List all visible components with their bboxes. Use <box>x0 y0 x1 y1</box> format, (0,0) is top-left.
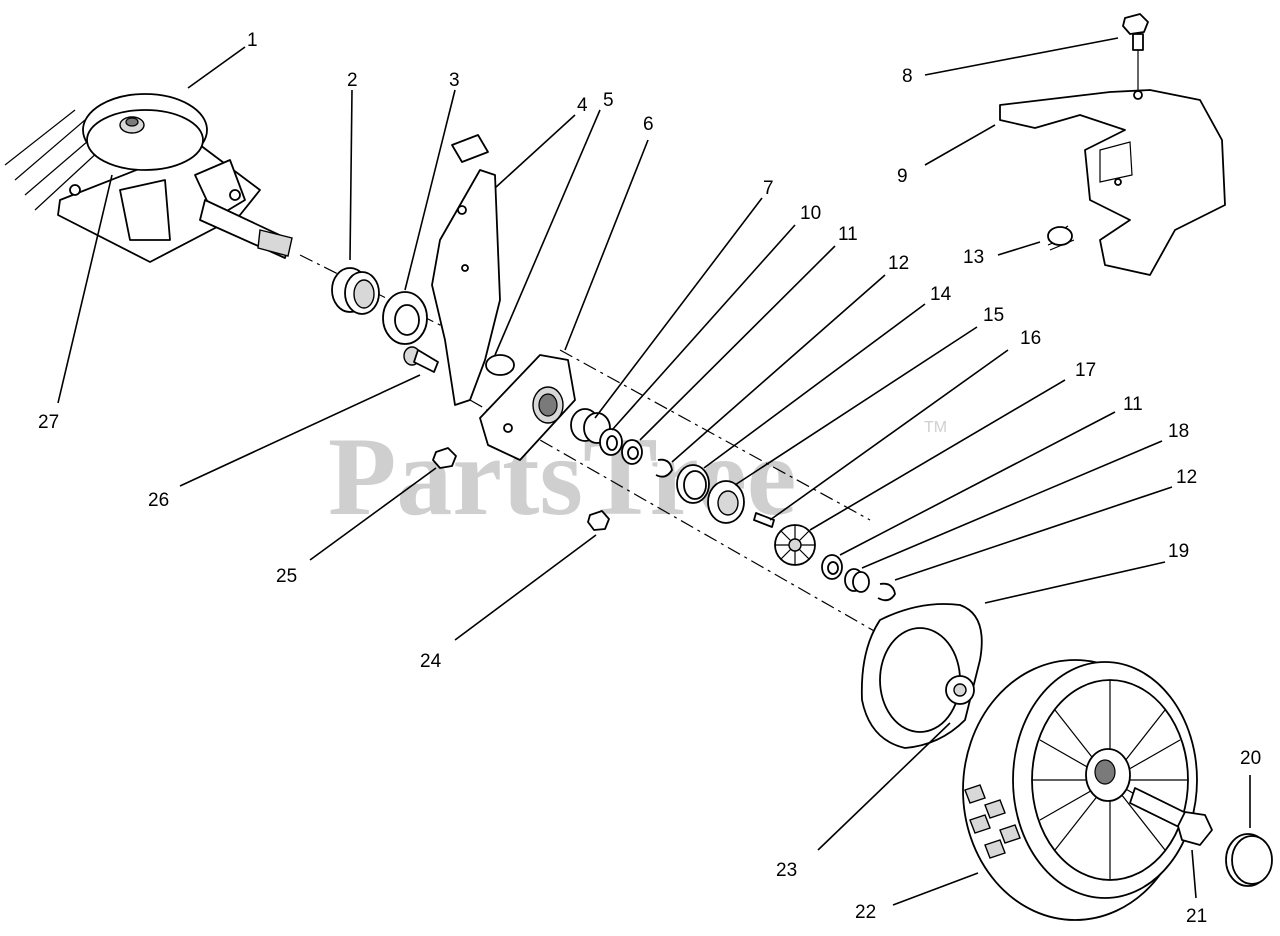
callout-16: 16 <box>1020 328 1041 349</box>
callout-25: 25 <box>276 566 297 587</box>
callout-12b: 12 <box>1176 467 1197 488</box>
callout-7: 7 <box>763 178 774 199</box>
callout-21: 21 <box>1186 906 1207 927</box>
washer-part-11b <box>821 554 843 580</box>
hub-cover-part-19 <box>860 603 983 749</box>
bolt-part-26 <box>403 346 439 373</box>
callout-26: 26 <box>148 490 169 511</box>
callout-23: 23 <box>776 860 797 881</box>
callout-10: 10 <box>800 203 821 224</box>
clip-part-12 <box>655 458 673 478</box>
callout-3: 3 <box>449 70 460 91</box>
pinion-gear-part-17 <box>774 524 816 566</box>
callout-12: 12 <box>888 253 909 274</box>
callout-6: 6 <box>643 114 654 135</box>
callout-11: 11 <box>838 224 858 245</box>
washer-part-14 <box>676 464 710 504</box>
callout-17: 17 <box>1075 360 1096 381</box>
spring-part-13 <box>1047 225 1075 251</box>
callout-14: 14 <box>930 284 952 305</box>
callout-2: 2 <box>347 70 358 91</box>
nut-part-24 <box>587 510 610 531</box>
axle-bolt-part-21 <box>1129 787 1213 846</box>
leader-lines <box>57 37 1251 906</box>
callout-22: 22 <box>855 902 876 923</box>
lever-part-9 <box>999 89 1226 276</box>
bearing-part-15 <box>707 480 745 524</box>
callout-labels: 1 2 3 4 5 6 7 8 9 10 11 12 13 14 15 16 1… <box>38 30 1261 927</box>
wheel-part-22 <box>962 659 1198 921</box>
washer-part-10 <box>599 428 623 456</box>
washer-part-3 <box>382 291 428 345</box>
clip-part-12b <box>877 582 896 602</box>
gearbox-assembly <box>4 93 293 263</box>
callout-20: 20 <box>1240 748 1261 769</box>
callout-5: 5 <box>603 90 614 111</box>
callout-27: 27 <box>38 412 59 433</box>
callout-4: 4 <box>577 95 588 116</box>
callout-11b: 11 <box>1123 394 1143 415</box>
washer-part-11 <box>621 439 643 465</box>
callout-13: 13 <box>963 247 984 268</box>
key-part-16 <box>753 512 775 528</box>
callout-15: 15 <box>983 305 1004 326</box>
screw-part-8 <box>1122 13 1149 51</box>
callout-9: 9 <box>897 166 908 187</box>
watermark-tm: TM <box>924 419 947 436</box>
callout-24: 24 <box>420 651 442 672</box>
bushing-part-18 <box>844 568 870 593</box>
bushing-part <box>331 267 380 315</box>
callout-8: 8 <box>902 66 913 87</box>
nut-part-25 <box>432 447 457 469</box>
callout-19: 19 <box>1168 541 1189 562</box>
callout-1: 1 <box>247 30 258 51</box>
cap-part-20 <box>1225 833 1273 887</box>
wheel-mount-plate <box>479 354 576 461</box>
callout-18: 18 <box>1168 421 1189 442</box>
bracket-part-4 <box>431 134 501 406</box>
